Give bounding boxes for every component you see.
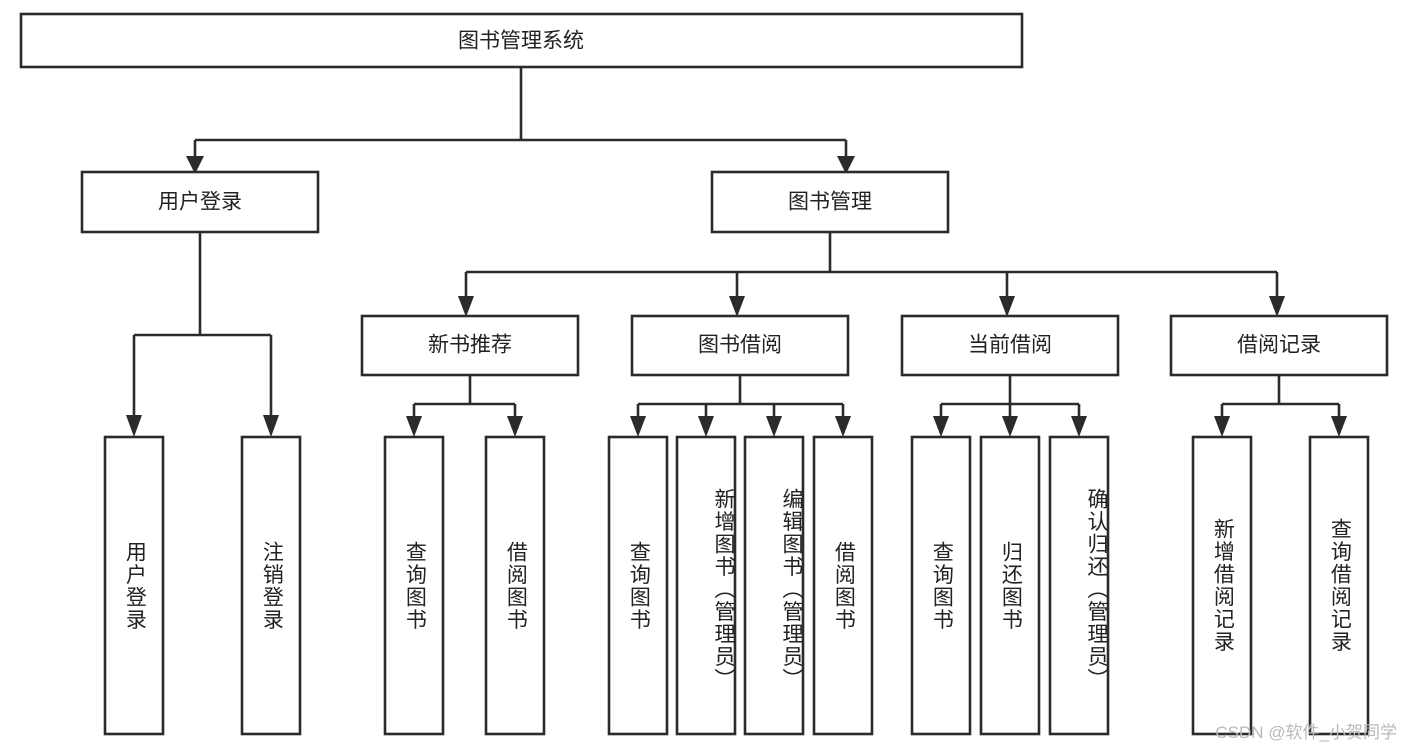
node-borrow-record-label: 借阅记录	[1237, 334, 1321, 357]
node-new-book-rec-box[interactable]	[360, 314, 580, 377]
node-book-borrow-box[interactable]	[630, 314, 850, 377]
arrowhead-leaf-add-record	[1214, 416, 1230, 437]
arrowhead-leaf-edit-book	[766, 416, 782, 437]
node-book-manage[interactable]: 图书管理	[710, 170, 950, 234]
node-user-login[interactable]: 用户登录	[80, 170, 320, 234]
arrowhead-leaf-return-book	[1002, 416, 1018, 437]
arrowhead-leaf-logout	[263, 415, 279, 437]
node-root[interactable]: 图书管理系统	[19, 12, 1024, 69]
connector-group-book-manage	[458, 232, 1285, 317]
leaf-box-add-record[interactable]	[1191, 435, 1253, 736]
connector-group-current-borrow	[933, 375, 1087, 437]
arrowhead-user-login	[186, 156, 204, 174]
csdn-watermark: CSDN @软件_小贺同学	[1215, 723, 1397, 742]
node-user-login-label: 用户登录	[158, 191, 242, 214]
leaf-box-query-record[interactable]	[1308, 435, 1370, 736]
node-book-manage-label: 图书管理	[788, 191, 872, 214]
node-current-borrow-box[interactable]	[900, 314, 1120, 377]
arrowhead-leaf-confirm-return	[1071, 416, 1087, 437]
leaf-box-logout[interactable]	[240, 435, 302, 736]
leaf-box-add-book[interactable]	[675, 435, 737, 736]
connector-group-borrow-record	[1214, 375, 1347, 437]
leaf-box-borrow-book-2[interactable]	[812, 435, 874, 736]
node-root-box[interactable]	[19, 12, 1024, 69]
node-current-borrow[interactable]: 当前借阅	[900, 314, 1120, 377]
node-book-manage-box[interactable]	[710, 170, 950, 234]
leaf-box-query-book-1[interactable]	[383, 435, 445, 736]
connector-group-book-borrow	[630, 375, 851, 437]
arrowhead-leaf-query-book-1	[406, 416, 422, 437]
connector-group-new-book-rec	[406, 375, 523, 437]
node-borrow-record[interactable]: 借阅记录	[1169, 314, 1389, 377]
node-current-borrow-label: 当前借阅	[968, 334, 1052, 357]
node-user-login-box[interactable]	[80, 170, 320, 234]
arrowhead-leaf-query-book-2	[630, 416, 646, 437]
leaf-box-borrow-book-1[interactable]	[484, 435, 546, 736]
arrowhead-leaf-borrow-book-2	[835, 416, 851, 437]
arrowhead-book-borrow	[729, 296, 745, 317]
arrowhead-leaf-add-book	[698, 416, 714, 437]
node-new-book-rec[interactable]: 新书推荐	[360, 314, 580, 377]
arrowhead-borrow-record	[1269, 296, 1285, 317]
arrowhead-leaf-borrow-book-1	[507, 416, 523, 437]
arrowhead-new-book-rec	[458, 296, 474, 317]
leaf-box-user-login[interactable]	[103, 435, 165, 736]
leaf-box-confirm-return[interactable]	[1048, 435, 1110, 736]
connector-group-root	[186, 68, 855, 174]
node-book-borrow-label: 图书借阅	[698, 334, 782, 357]
node-root-label: 图书管理系统	[458, 30, 584, 53]
node-new-book-rec-label: 新书推荐	[428, 334, 512, 357]
arrowhead-leaf-query-record	[1331, 416, 1347, 437]
leaf-box-query-book-3[interactable]	[910, 435, 972, 736]
node-borrow-record-box[interactable]	[1169, 314, 1389, 377]
arrowhead-leaf-query-book-3	[933, 416, 949, 437]
node-book-borrow[interactable]: 图书借阅	[630, 314, 850, 377]
leaf-boxes	[103, 435, 1370, 736]
leaf-box-edit-book[interactable]	[743, 435, 805, 736]
leaf-box-query-book-2[interactable]	[607, 435, 669, 736]
arrowhead-leaf-user-login	[126, 415, 142, 437]
connector-group-user-login	[126, 232, 279, 437]
arrowhead-book-manage	[837, 156, 855, 174]
leaf-box-return-book[interactable]	[979, 435, 1041, 736]
arrowhead-current-borrow	[999, 296, 1015, 317]
